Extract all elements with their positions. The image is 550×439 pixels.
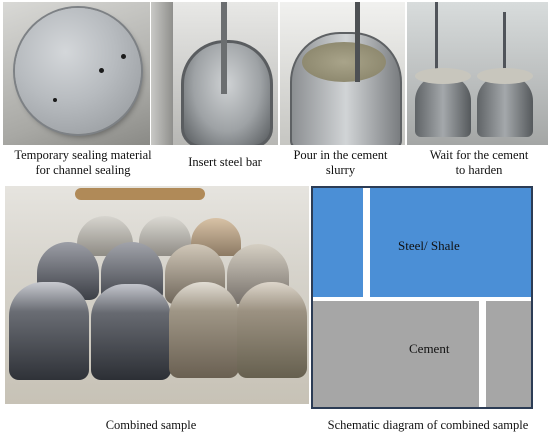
caption-sealing-material: Temporary sealing material for channel s…	[3, 148, 163, 178]
interface-gap	[313, 297, 531, 301]
cement-slurry	[302, 42, 386, 82]
disc-hole	[121, 54, 126, 59]
schematic-diagram: Steel/ Shale Cement	[311, 186, 533, 409]
sample-cylinder	[169, 282, 239, 378]
sealing-disc	[15, 8, 141, 134]
cement-top	[415, 68, 471, 84]
cement-mold	[477, 75, 533, 137]
caption-line: Wait for the cement	[429, 148, 529, 162]
sample-cylinder	[9, 282, 89, 380]
lower-label: Cement	[409, 341, 450, 356]
disc-hole	[99, 68, 104, 73]
stand-rod	[435, 2, 438, 82]
caption-pour-slurry: Pour in the cement slurry	[283, 148, 398, 178]
caption-line: Temporary sealing material	[14, 148, 152, 162]
mold-ring	[181, 40, 273, 145]
caption-schematic: Schematic diagram of combined sample	[327, 418, 529, 432]
wooden-board	[75, 188, 205, 200]
insert-steel-bar-photo	[151, 2, 278, 145]
upper-label: Steel/ Shale	[398, 238, 460, 253]
stand	[151, 2, 173, 145]
cement-mold	[415, 75, 471, 137]
sample-cylinder	[237, 282, 307, 378]
caption-line: for channel sealing	[35, 163, 131, 177]
sample-cylinder	[91, 284, 171, 380]
cement-top	[477, 68, 533, 84]
upper-left-block	[313, 188, 363, 297]
steel-bar	[221, 2, 227, 94]
upper-right-block	[370, 188, 531, 297]
sealing-disc-photo	[3, 2, 150, 145]
lower-right-block	[486, 301, 531, 407]
disc-hole	[53, 98, 57, 102]
caption-line: Pour in the cement	[293, 148, 388, 162]
caption-line: to harden	[455, 163, 503, 177]
lower-channel	[479, 301, 486, 407]
caption-wait-harden: Wait for the cement to harden	[408, 148, 550, 178]
caption-line: slurry	[325, 163, 356, 177]
stand-rod	[503, 12, 506, 82]
upper-channel	[363, 188, 370, 297]
steel-bar	[355, 2, 360, 82]
harden-photo	[407, 2, 548, 145]
pour-slurry-photo	[280, 2, 405, 145]
caption-insert-steel-bar: Insert steel bar	[188, 155, 262, 169]
caption-combined-sample: Combined sample	[105, 418, 197, 432]
combined-sample-photo	[5, 186, 309, 404]
lower-left-block	[313, 301, 479, 407]
